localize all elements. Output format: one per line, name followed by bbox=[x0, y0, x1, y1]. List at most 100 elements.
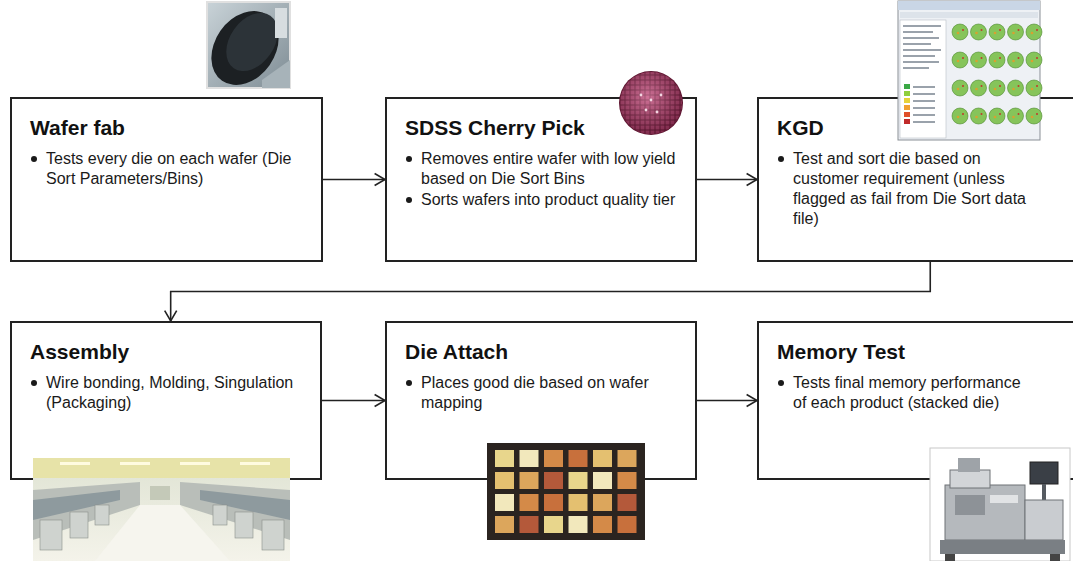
assembly-line-photo-part bbox=[40, 520, 62, 550]
wafer-map bbox=[952, 52, 968, 68]
assembly-line-photo-part bbox=[180, 482, 290, 540]
fail-die bbox=[957, 88, 960, 91]
fail-die bbox=[1036, 85, 1038, 87]
memory-tester-photo-part bbox=[1042, 484, 1046, 504]
fail-die bbox=[981, 85, 983, 87]
step-description: Sorts wafers into product quality tier bbox=[421, 190, 686, 210]
software-screenshot-part bbox=[913, 107, 935, 109]
memory-tester-photo-part bbox=[1050, 554, 1060, 561]
bullet-item: Tests every die on each wafer (Die Sort … bbox=[30, 149, 296, 189]
arrow-line bbox=[697, 400, 757, 402]
assembly-line-photo-part bbox=[33, 482, 140, 540]
arrow-line bbox=[322, 400, 385, 402]
software-screenshot-part bbox=[904, 105, 910, 110]
step-description: Removes entire wafer with low yield base… bbox=[421, 149, 686, 189]
fail-die bbox=[962, 29, 964, 31]
wafer-map bbox=[1008, 24, 1024, 40]
fail-die bbox=[1012, 116, 1015, 119]
process-box: Wafer fabTests every die on each wafer (… bbox=[10, 97, 323, 262]
assembly-line-photo-part bbox=[180, 462, 210, 465]
die bbox=[569, 516, 588, 533]
die bbox=[569, 450, 588, 467]
software-screenshot bbox=[898, 1, 1042, 140]
die-tray bbox=[487, 443, 645, 540]
wafer-map-grid bbox=[952, 24, 1042, 124]
fail-die bbox=[1031, 116, 1034, 119]
fail-die bbox=[1012, 32, 1015, 35]
fail-die bbox=[981, 113, 983, 115]
wafer-map bbox=[989, 52, 1005, 68]
die bbox=[544, 516, 563, 533]
assembly-line-photo-part bbox=[95, 505, 109, 525]
fail-die bbox=[1018, 113, 1020, 115]
fail-die bbox=[962, 85, 964, 87]
step-description: Places good die based on wafer mapping bbox=[421, 373, 696, 413]
arrow-line bbox=[323, 179, 385, 181]
wafer-map bbox=[989, 108, 1005, 124]
software-screenshot-part bbox=[913, 114, 935, 116]
fail-die bbox=[981, 29, 983, 31]
wafer-die-map-part bbox=[660, 94, 663, 97]
bullet-item: Test and sort die based on customer requ… bbox=[777, 149, 1038, 229]
assembly-line-photo-part bbox=[200, 490, 290, 520]
step-heading: SDSS Cherry Pick bbox=[405, 115, 681, 141]
memory-tester-photo-part bbox=[940, 540, 1065, 554]
fail-die bbox=[975, 88, 978, 91]
die bbox=[495, 472, 514, 489]
die bbox=[593, 494, 612, 511]
software-screenshot-part bbox=[913, 100, 935, 102]
fail-die bbox=[1036, 29, 1038, 31]
fail-die bbox=[999, 85, 1001, 87]
assembly-line-photo-part bbox=[70, 512, 88, 538]
wafer-map bbox=[971, 52, 987, 68]
bullet-item: Places good die based on wafer mapping bbox=[405, 373, 696, 413]
wafer-map bbox=[1008, 108, 1024, 124]
memory-tester-photo-part bbox=[1030, 462, 1058, 484]
step-heading: KGD bbox=[777, 115, 1071, 141]
process-box: SDSS Cherry PickRemoves entire wafer wit… bbox=[385, 97, 697, 262]
die bbox=[593, 516, 612, 533]
fail-die bbox=[962, 57, 964, 59]
die bbox=[520, 494, 539, 511]
bullet-item: Removes entire wafer with low yield base… bbox=[405, 149, 686, 189]
process-box: Die AttachPlaces good die based on wafer… bbox=[385, 321, 697, 480]
memory-tester-photo-part bbox=[945, 554, 955, 561]
die bbox=[618, 494, 637, 511]
fail-die bbox=[1031, 88, 1034, 91]
arrow-line bbox=[697, 179, 757, 181]
memory-tester-photo-part bbox=[945, 485, 1025, 540]
software-screenshot-part bbox=[903, 55, 935, 57]
memory-tester-photo-part bbox=[1025, 500, 1063, 540]
wafer-map bbox=[1026, 108, 1042, 124]
software-screenshot-part bbox=[903, 37, 939, 39]
arrow-head bbox=[747, 395, 757, 407]
software-screenshot-part bbox=[913, 93, 935, 95]
fail-die bbox=[957, 116, 960, 119]
wafer-map bbox=[1026, 80, 1042, 96]
die bbox=[618, 516, 637, 533]
die bbox=[495, 494, 514, 511]
fail-die bbox=[975, 116, 978, 119]
fail-die bbox=[975, 60, 978, 63]
software-screenshot-part bbox=[900, 12, 1038, 18]
flow-arrow bbox=[697, 395, 757, 407]
bullet-item: Sorts wafers into product quality tier bbox=[405, 190, 686, 210]
arrow-head bbox=[165, 311, 177, 321]
software-screenshot-part bbox=[903, 25, 941, 27]
assembly-line-photo-part bbox=[60, 462, 90, 465]
fail-die bbox=[962, 113, 964, 115]
die bbox=[544, 450, 563, 467]
step-heading: Assembly bbox=[30, 339, 306, 365]
memory-tester-photo-part bbox=[990, 495, 1018, 503]
arrow-head bbox=[747, 174, 757, 186]
step-description: Tests every die on each wafer (Die Sort … bbox=[46, 149, 296, 189]
assembly-line-photo-part bbox=[95, 505, 230, 561]
software-screenshot-part bbox=[903, 43, 931, 45]
bullet-dot bbox=[778, 380, 784, 386]
fail-die bbox=[994, 60, 997, 63]
wafer-die-map-part bbox=[620, 72, 682, 134]
step-description: Tests final memory performance of each p… bbox=[793, 373, 1038, 413]
fail-die bbox=[994, 116, 997, 119]
software-screenshot-part bbox=[913, 86, 935, 88]
die-tray-part bbox=[487, 443, 645, 540]
